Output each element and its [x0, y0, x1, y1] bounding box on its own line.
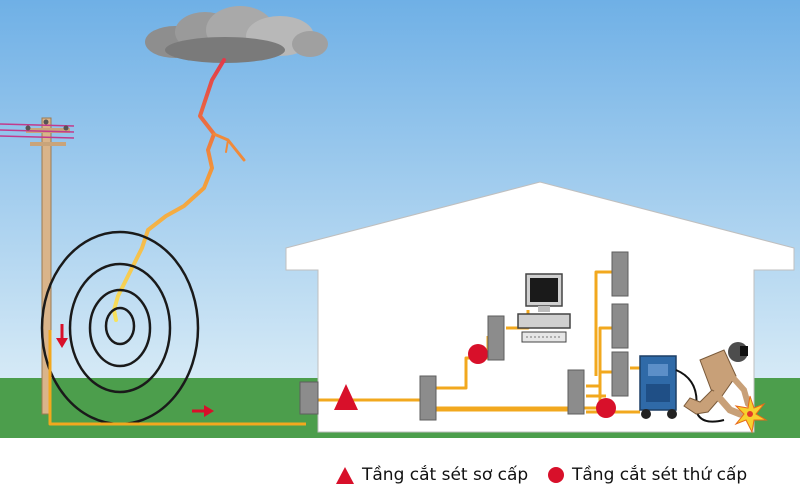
- distribution-panels: [419, 251, 629, 421]
- lightning-bolt-icon: [112, 58, 246, 322]
- legend-primary-label: Tầng cắt sét sơ cấp: [362, 465, 529, 485]
- surge-arrow-right-icon: [192, 405, 214, 417]
- legend-secondary: Tầng cắt sét thứ cấp: [548, 462, 747, 488]
- legend-primary: Tầng cắt sét sơ cấp: [336, 462, 528, 488]
- utility-pole-icon: [0, 117, 75, 415]
- entry-panel: [299, 381, 319, 415]
- secondary-surge-protector-icon: [596, 398, 616, 418]
- welder-person-icon: [683, 342, 751, 418]
- spark-icon: [734, 395, 768, 434]
- legend-background: [0, 438, 800, 500]
- legend-secondary-label: Tầng cắt sét thứ cấp: [572, 465, 748, 485]
- storm-cloud-icon: [145, 6, 328, 63]
- triangle-icon: [336, 466, 354, 484]
- surge-wiring: [48, 270, 644, 426]
- computer-icon: [517, 273, 571, 343]
- secondary-surge-protector-icon: [468, 344, 488, 364]
- surge-arrow-down-icon: [56, 324, 68, 348]
- welding-machine-icon: [639, 355, 725, 423]
- circle-icon: [548, 467, 564, 483]
- primary-surge-protector-icon: [334, 384, 358, 410]
